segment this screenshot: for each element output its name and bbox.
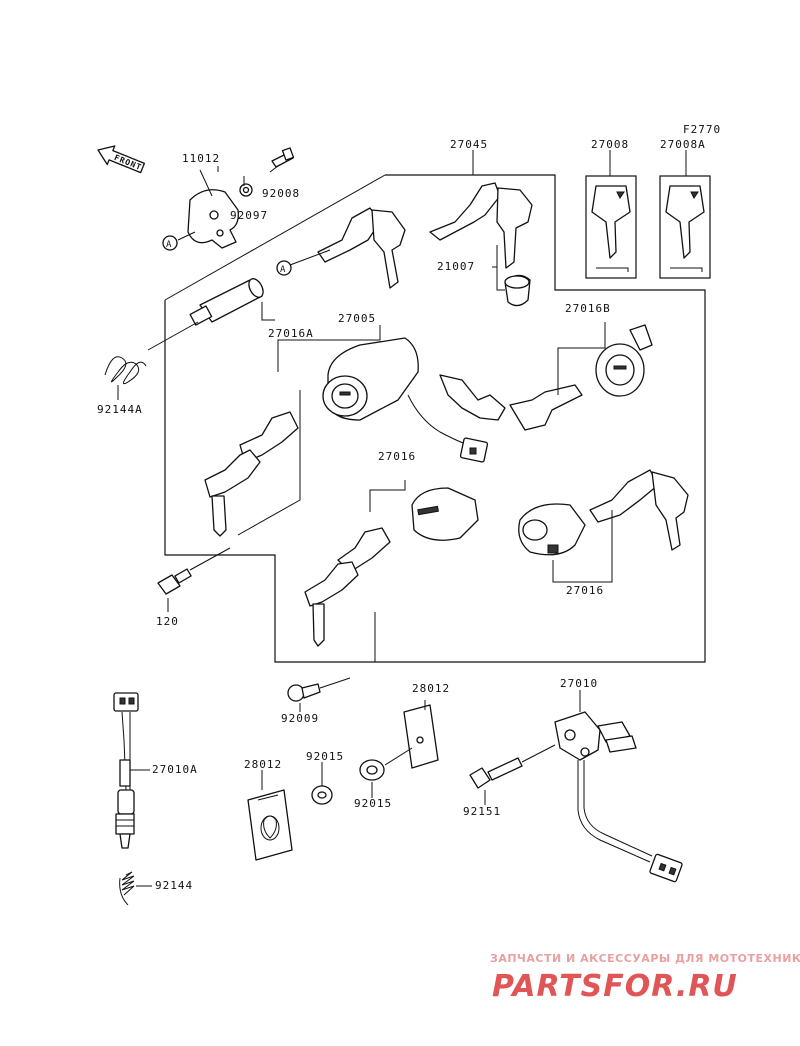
callout-a-right: A <box>280 265 286 275</box>
label-21007: 21007 <box>437 260 475 273</box>
label-27005: 27005 <box>338 312 376 325</box>
label-92144a: 92144A <box>97 403 143 416</box>
front-label: FRONT <box>113 153 143 172</box>
pad-28012-left <box>247 770 293 861</box>
label-27008a: 27008A <box>660 138 706 151</box>
part-labels: F2770 11012 92008 92097 27045 27008 2700… <box>97 123 721 892</box>
label-92008: 92008 <box>262 187 300 200</box>
key-blank-box-27008 <box>585 175 637 279</box>
pad-28012-top <box>403 700 439 769</box>
seat-lock-27016-right <box>518 469 689 583</box>
label-92097: 92097 <box>230 209 268 222</box>
label-120: 120 <box>156 615 179 628</box>
label-27016b: 27016B <box>565 302 611 315</box>
label-28012-top: 28012 <box>412 682 450 695</box>
watermark-brand: PARTSFOR.RU <box>492 969 738 1004</box>
label-92009: 92009 <box>281 712 319 725</box>
label-92144: 92144 <box>155 879 193 892</box>
lock-cylinder-27016a <box>147 278 275 351</box>
harness-27010a <box>113 692 150 849</box>
label-f2770: F2770 <box>683 123 721 136</box>
key-blank-27008a <box>665 185 705 272</box>
watermark-tagline: ЗАПЧАСТИ И АКСЕССУАРЫ ДЛЯ МОТОТЕХНИКИ <box>490 952 800 965</box>
label-27016-right: 27016 <box>566 584 604 597</box>
label-27010: 27010 <box>560 677 598 690</box>
label-28012-left: 28012 <box>244 758 282 771</box>
bolt-120 <box>157 547 231 612</box>
label-92151: 92151 <box>463 805 501 818</box>
spring-92144 <box>119 871 152 906</box>
key-pair-27005 <box>204 325 381 537</box>
label-27045: 27045 <box>450 138 488 151</box>
ignition-switch-27005 <box>322 337 489 463</box>
front-arrow: FRONT <box>97 145 146 174</box>
label-11012: 11012 <box>182 152 220 165</box>
key-blank-box-27008a <box>659 175 711 279</box>
callout-a-left: A <box>166 240 172 250</box>
grommet-92015-bottom <box>359 747 413 798</box>
label-27008: 27008 <box>591 138 629 151</box>
switch-27010 <box>554 690 683 883</box>
label-92015-bottom: 92015 <box>354 797 392 810</box>
cap-lock-27016b <box>439 322 653 431</box>
watermark: ЗАПЧАСТИ И АКСЕССУАРЫ ДЛЯ МОТОТЕХНИКИ PA… <box>490 952 800 1004</box>
spring-92144a <box>104 356 147 400</box>
bolt-92151 <box>469 744 556 805</box>
label-92015-top: 92015 <box>306 750 344 763</box>
label-27010a: 27010A <box>152 763 198 776</box>
bracket-11012: A <box>162 147 295 251</box>
leader-lines <box>217 150 687 176</box>
grommet-92015-top <box>311 762 333 805</box>
screw-92009 <box>287 677 351 712</box>
label-27016a: 27016A <box>268 327 314 340</box>
key-pair-27045: A <box>276 182 533 289</box>
label-27016-top: 27016 <box>378 450 416 463</box>
seat-lock-27016-center <box>304 480 479 662</box>
cap-21007 <box>492 245 531 307</box>
key-blank-27008 <box>591 185 631 272</box>
assembly-frame <box>164 174 711 663</box>
